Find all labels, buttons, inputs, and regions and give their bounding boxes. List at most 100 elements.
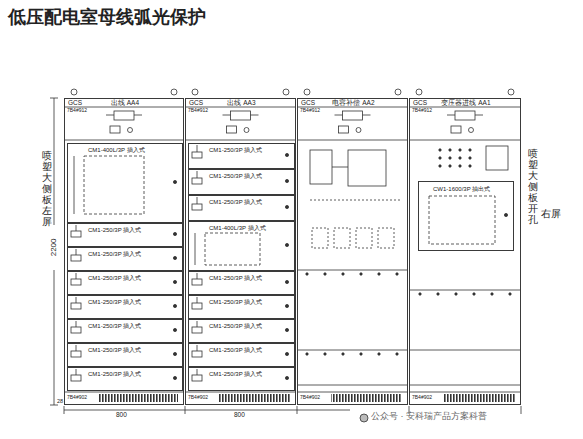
drawing-circle bbox=[173, 352, 176, 355]
drawing-circle bbox=[469, 165, 471, 167]
breaker-spec: CM1-250/3P 插入式 bbox=[88, 371, 141, 378]
drawing-line bbox=[76, 297, 77, 303]
drawing-rect bbox=[114, 111, 134, 120]
breaker-spec: CM1-250/3P 插入式 bbox=[88, 275, 141, 282]
drawing-line bbox=[54, 98, 55, 225]
switch-drawer: CM1-250/3P 插入式 bbox=[67, 319, 183, 343]
drawing-line bbox=[297, 270, 408, 271]
drawing-circle bbox=[285, 243, 288, 246]
cabinet-name: 电容补偿 AA2 bbox=[332, 99, 374, 106]
drawing-circle bbox=[508, 89, 514, 95]
drawing-rect bbox=[192, 204, 202, 210]
drawing-circle bbox=[455, 293, 457, 295]
drawing-line bbox=[197, 197, 198, 204]
cabinet-type: GCS bbox=[301, 99, 315, 106]
drawing-circle bbox=[396, 353, 398, 355]
drawing-line bbox=[197, 171, 198, 178]
drawing-circle bbox=[491, 293, 493, 295]
drawing-line bbox=[409, 290, 521, 291]
drawing-circle bbox=[285, 280, 288, 283]
drawing-circle bbox=[378, 353, 380, 355]
breaker-spec: CM1-250/3P 插入式 bbox=[88, 299, 141, 306]
drawing-circle bbox=[244, 128, 249, 133]
drawing-line bbox=[197, 273, 198, 279]
breaker-spec: CM1-400L/3P 插入式 bbox=[209, 225, 266, 232]
cabinet-name: 变压器进线 AA1 bbox=[441, 99, 490, 106]
switch-drawer: CM1-250/3P 插入式 bbox=[67, 367, 183, 391]
drawing-line bbox=[76, 321, 77, 327]
drawing-line bbox=[332, 167, 348, 168]
side-panel-note: 右屏 bbox=[541, 208, 561, 219]
drawing-number: 7B4#902 bbox=[300, 395, 320, 401]
switch-drawer: CM1-250/3P 插入式 bbox=[188, 169, 295, 195]
cabinet-type: GCS bbox=[189, 99, 203, 106]
drawing-circle bbox=[171, 89, 177, 95]
drawing-line bbox=[409, 140, 521, 141]
drawing-line bbox=[197, 345, 198, 351]
drawing-line bbox=[76, 273, 77, 279]
drawing-rect bbox=[451, 126, 461, 133]
drawing-line bbox=[310, 200, 400, 201]
drawing-rect bbox=[312, 228, 328, 248]
drawing-circle bbox=[173, 376, 176, 379]
drawing-circle bbox=[469, 157, 471, 159]
switch-drawer: CM1-250/3P 插入式 bbox=[67, 343, 183, 367]
drawing-line bbox=[74, 156, 75, 214]
vent-louver bbox=[98, 394, 178, 402]
drawing-rect bbox=[71, 303, 81, 309]
drawing-line bbox=[50, 98, 58, 99]
drawing-line bbox=[50, 405, 58, 406]
switch-drawer: CM1-250/3P 插入式 bbox=[188, 295, 295, 319]
drawing-rect bbox=[192, 327, 202, 333]
switch-drawer: CM1-400L/3P 插入式 bbox=[67, 143, 183, 223]
drawing-rect bbox=[71, 351, 81, 357]
drawing-circle bbox=[439, 149, 441, 151]
drawing-number: 7B4#902 bbox=[188, 395, 208, 401]
drawing-circle bbox=[173, 180, 176, 183]
drawing-circle bbox=[509, 293, 511, 295]
switch-drawer: CM1-400L/3P 插入式 bbox=[188, 221, 295, 271]
side-panel-note: 喷塑大侧板左屏 bbox=[42, 150, 52, 227]
drawing-rect bbox=[71, 255, 81, 261]
vent-louver bbox=[331, 394, 402, 402]
dimension: 800 bbox=[115, 411, 128, 418]
drawing-number: 7B4#912 bbox=[188, 108, 208, 114]
breaker-spec: CM1-250/3P 插入式 bbox=[88, 227, 141, 234]
drawing-circle bbox=[439, 165, 441, 167]
drawing-line bbox=[297, 410, 350, 411]
drawing-circle bbox=[342, 353, 344, 355]
drawing-circle bbox=[304, 89, 310, 95]
switch-drawer: CM1-250/3P 插入式 bbox=[67, 295, 183, 319]
drawing-rect bbox=[339, 126, 349, 133]
drawing-line bbox=[297, 392, 408, 393]
drawing-line bbox=[447, 115, 455, 116]
breaker-spec: CM1-250/3P 插入式 bbox=[88, 323, 141, 330]
drawing-circle bbox=[378, 273, 380, 275]
drawing-line bbox=[134, 115, 142, 116]
switch-drawer: CM1-250/3P 插入式 bbox=[188, 271, 295, 295]
drawing-circle bbox=[419, 293, 421, 295]
drawing-rect bbox=[192, 178, 202, 184]
drawing-number: 7B4#912 bbox=[300, 108, 320, 114]
drawing-circle bbox=[459, 165, 461, 167]
breaker-spec: CM1-250/3P 插入式 bbox=[88, 347, 141, 354]
drawing-line bbox=[64, 392, 184, 393]
switch-drawer: CM1-250/3P 插入式 bbox=[67, 223, 183, 247]
drawing-circle bbox=[285, 179, 288, 182]
breaker-spec: CM1-250/3P 插入式 bbox=[209, 299, 262, 306]
drawing-circle bbox=[324, 273, 326, 275]
drawing-circle bbox=[285, 304, 288, 307]
drawing-circle bbox=[285, 376, 288, 379]
drawing-line bbox=[251, 115, 259, 116]
drawing-line bbox=[297, 140, 408, 141]
drawing-rect bbox=[192, 279, 202, 285]
dimension: 2200 bbox=[50, 238, 59, 256]
drawing-line bbox=[64, 406, 65, 414]
drawing-line bbox=[197, 321, 198, 327]
drawing-rect bbox=[205, 233, 260, 265]
breaker-spec: CW1-1600/3P 抽出式 bbox=[433, 186, 490, 193]
drawing-rect bbox=[429, 196, 495, 244]
drawing-rect bbox=[110, 126, 120, 133]
drawing-rect bbox=[227, 126, 237, 133]
